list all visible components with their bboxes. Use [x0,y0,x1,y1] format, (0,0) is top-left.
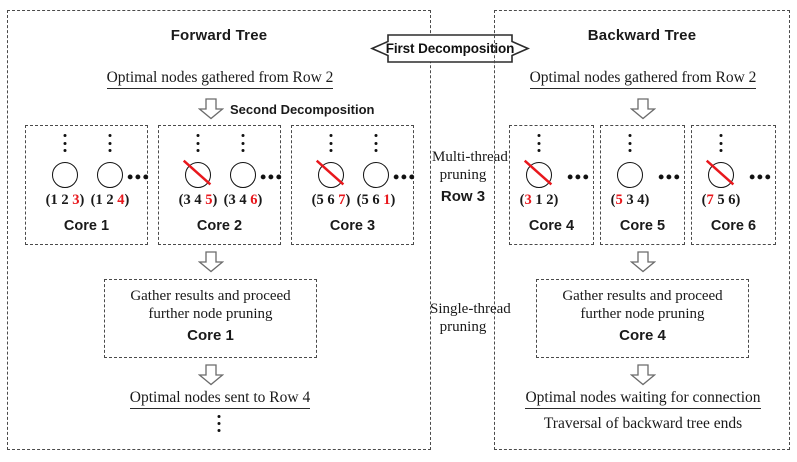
node-label: (1 2 3) [45,192,85,208]
node-label: (3 1 2) [519,192,559,208]
node-label: (5 6 1) [356,192,396,208]
core-ellipsis: ••• [749,167,773,187]
first-decomposition-label: First Decomposition [385,41,515,56]
row-label: Row 3 [440,188,486,205]
core-box-core-6: (7 5 6) ••• Core 6 [691,125,776,245]
core-label-core-5: Core 5 [619,218,666,234]
node-vertical-dots-icon [63,134,67,157]
single-thread-line-2: pruning [439,319,487,335]
backward-gather-core-label: Core 4 [619,326,666,344]
core-label-core-1: Core 1 [63,218,110,234]
multi-thread-line-1: Multi-thread [432,149,508,165]
node-vertical-dots-icon [196,134,200,157]
backward-gather-line-1: Gather results and proceed [562,288,723,304]
node-circle [708,162,734,188]
core-label-core-4: Core 4 [528,218,575,234]
core-label-core-3: Core 3 [329,218,376,234]
backward-tree-panel: Backward Tree Optimal nodes gathered fro… [494,10,790,450]
node-3-1-2: (3 1 2) [515,132,563,208]
node-circle [52,162,78,188]
node-5-3-4: (5 3 4) [606,132,654,208]
node-label: (7 5 6) [701,192,741,208]
backward-end-caption-text: Traversal of backward tree ends [543,415,743,432]
core-label-core-6: Core 6 [710,218,757,234]
backward-result-caption: Optimal nodes waiting for connection [495,389,791,409]
node-7-5-6: (7 5 6) [697,132,745,208]
core-box-core-2: (3 4 5) (3 4 6) ••• Core 2 [158,125,284,245]
forward-result-arrow [198,364,224,386]
backward-gathered-caption: Optimal nodes gathered from Row 2 [495,69,791,89]
forward-gather-line-2: further node pruning [148,306,273,323]
node-1-2-4: (1 2 4) [83,132,137,208]
backward-result-arrow [630,364,656,386]
node-label: (3 4 5) [178,192,218,208]
node-circle [318,162,344,188]
forward-gather-line-1: Gather results and proceed [130,288,291,304]
forward-result-caption: Optimal nodes sent to Row 4 [8,389,432,409]
node-circle [185,162,211,188]
forward-gathered-caption-text: Optimal nodes gathered from Row 2 [106,69,334,89]
node-circle [97,162,123,188]
backward-tree-title: Backward Tree [587,27,697,44]
node-label: (3 4 6) [223,192,263,208]
core-box-core-1: (1 2 3) (1 2 4) ••• Core 1 [25,125,151,245]
core-box-core-4: (3 1 2) ••• Core 4 [509,125,594,245]
core-label-core-2: Core 2 [196,218,243,234]
core-box-core-5: (5 3 4) ••• Core 5 [600,125,685,245]
node-label: (5 6 7) [311,192,351,208]
node-vertical-dots-icon [537,134,541,157]
backward-end-caption: Traversal of backward tree ends [495,415,791,433]
backward-gather-line-2: further node pruning [580,306,705,323]
core-ellipsis: ••• [260,167,284,187]
node-5-6-1: (5 6 1) [349,132,403,208]
node-circle [363,162,389,188]
node-circle [617,162,643,188]
node-vertical-dots-icon [374,134,378,157]
multi-thread-line-2: pruning [439,167,487,183]
core-ellipsis: ••• [127,167,151,187]
single-thread-line-1: Single-thread [430,301,511,317]
core-ellipsis: ••• [393,167,417,187]
forward-second-decomposition-arrow [198,98,224,120]
node-vertical-dots-icon [628,134,632,157]
forward-gather-core-label: Core 1 [187,326,234,344]
node-vertical-dots-icon [241,134,245,157]
forward-gather-box: Gather results and proceed further node … [104,279,317,358]
forward-gathered-caption: Optimal nodes gathered from Row 2 [8,69,432,89]
single-thread-pruning-label: Single-thread pruning [430,300,511,336]
core-ellipsis: ••• [658,167,682,187]
multi-thread-pruning-label: Multi-thread pruning Row 3 [432,148,508,206]
backward-result-caption-text: Optimal nodes waiting for connection [525,389,761,409]
core-box-core-3: (5 6 7) (5 6 1) ••• Core 3 [291,125,417,245]
node-vertical-dots-icon [329,134,333,157]
forward-gather-arrow [198,251,224,273]
node-circle [526,162,552,188]
second-decomposition-label: Second Decomposition [230,102,375,117]
core-ellipsis: ••• [567,167,591,187]
node-1-2-3: (1 2 3) [38,132,92,208]
backward-gather-box: Gather results and proceed further node … [536,279,749,358]
node-vertical-dots-icon [719,134,723,157]
forward-tree-panel: Forward Tree Optimal nodes gathered from… [7,10,431,450]
backward-decomposition-arrow [630,98,656,120]
forward-result-caption-text: Optimal nodes sent to Row 4 [129,389,311,409]
node-3-4-6: (3 4 6) [216,132,270,208]
backward-gather-arrow [630,251,656,273]
node-label: (5 3 4) [610,192,650,208]
forward-tail-ellipsis-icon [217,415,221,436]
forward-tree-title: Forward Tree [170,27,268,44]
first-decomposition-arrow: First Decomposition [370,33,530,64]
node-circle [230,162,256,188]
node-vertical-dots-icon [108,134,112,157]
backward-gathered-caption-text: Optimal nodes gathered from Row 2 [529,69,757,89]
node-label: (1 2 4) [90,192,130,208]
